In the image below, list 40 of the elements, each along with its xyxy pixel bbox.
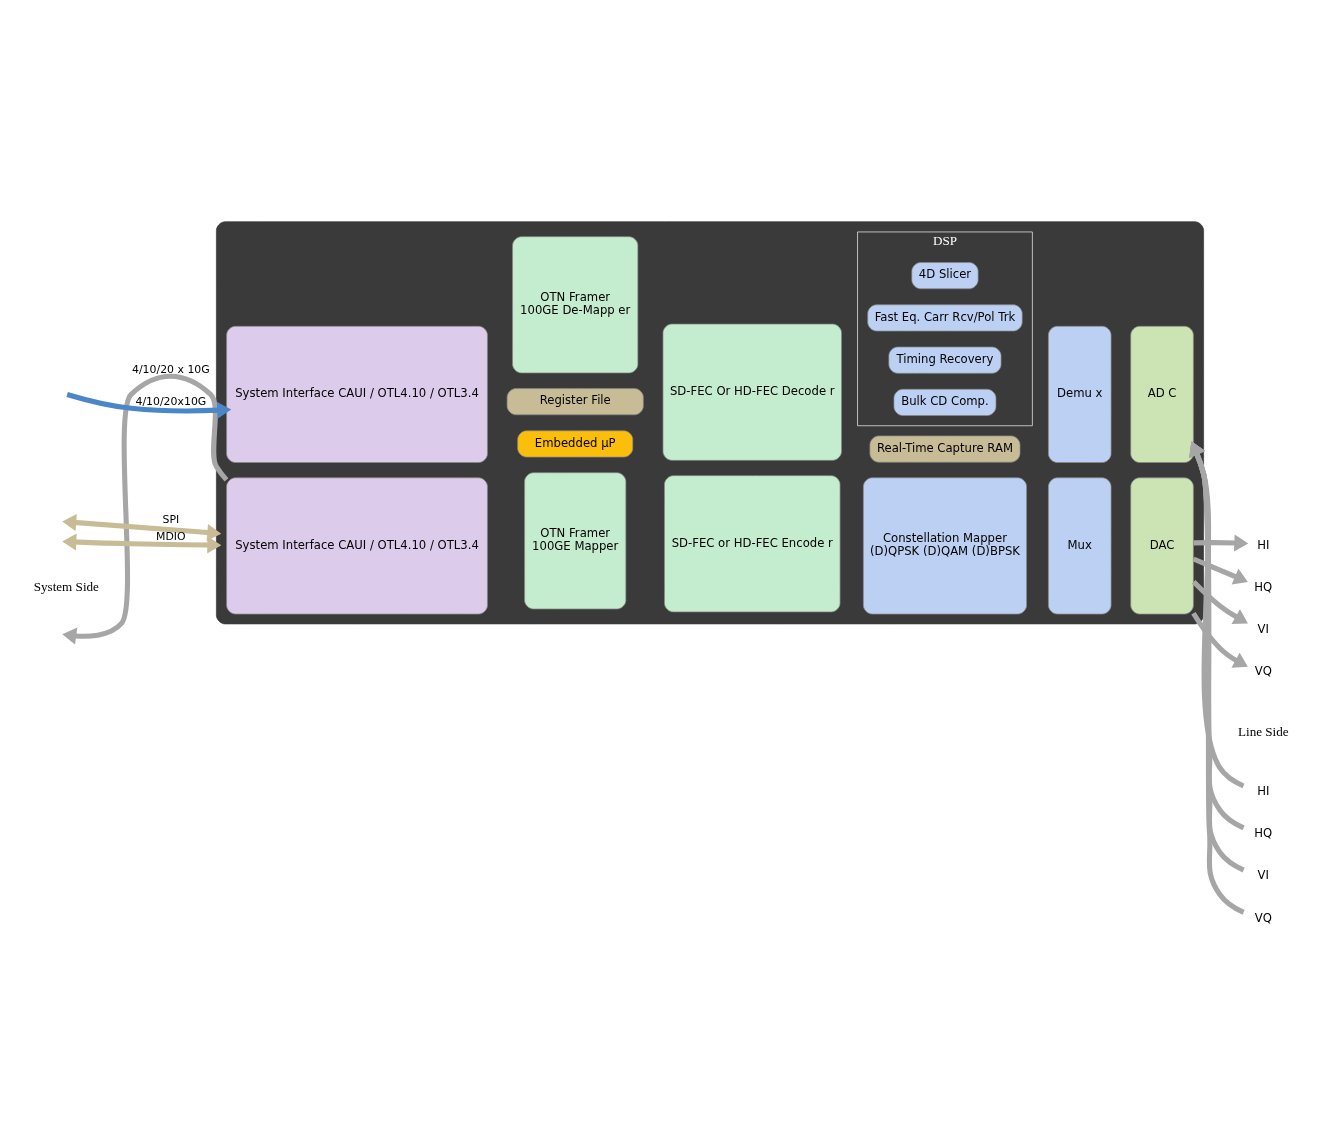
node-box: Constellation Mapper (D)QPSK (D)QAM (D)BPSK bbox=[863, 476, 1027, 614]
edge-label: 4/10/20x10G bbox=[135, 394, 207, 408]
arrow bbox=[1191, 579, 1248, 624]
node-box: SD-FEC or HD-FEC Encode r bbox=[664, 474, 841, 612]
node-box: Real-Time Capture RAM bbox=[869, 435, 1021, 463]
edge-label: MDIO bbox=[156, 529, 186, 543]
arrow bbox=[1192, 556, 1248, 584]
node-box: System Interface CAUI / OTL4.10 / OTL3.4 bbox=[226, 476, 488, 614]
node-text: VQ bbox=[1254, 910, 1272, 925]
edge-label: 4/10/20 x 10G bbox=[131, 362, 210, 376]
node-box: System Interface CAUI / OTL4.10 / OTL3.4 bbox=[226, 325, 488, 463]
node-text: HQ bbox=[1254, 825, 1273, 840]
node-text: VI bbox=[1257, 621, 1270, 636]
node-box: OTN Framer 100GE De-Mapp er bbox=[512, 235, 639, 373]
node-box: DAC bbox=[1130, 476, 1194, 614]
node-box: Mux bbox=[1048, 476, 1112, 614]
arrow bbox=[1193, 533, 1249, 551]
node-box: OTN Framer 100GE Mapper bbox=[524, 471, 627, 609]
node-box: Embedded µP bbox=[517, 429, 634, 457]
node-box: Fast Eq. Carr Rcv/Pol Trk bbox=[867, 303, 1023, 331]
node-box: AD C bbox=[1130, 325, 1194, 463]
arrow bbox=[66, 391, 232, 419]
node-text: HI bbox=[1257, 537, 1270, 552]
node-box: 4D Slicer bbox=[911, 261, 979, 289]
arrow bbox=[1191, 611, 1248, 668]
label: System Side bbox=[33, 578, 99, 594]
arrow bbox=[62, 513, 222, 554]
node-box: Demu x bbox=[1048, 325, 1112, 463]
node-box: Timing Recovery bbox=[888, 346, 1002, 374]
label: Line Side bbox=[1238, 723, 1289, 739]
node-box: Register File bbox=[506, 387, 644, 415]
arrow bbox=[62, 373, 229, 645]
node-text: HI bbox=[1257, 783, 1270, 798]
edge-label: SPI bbox=[162, 512, 180, 526]
node-box: SD-FEC Or HD-FEC Decode r bbox=[662, 323, 842, 461]
node-box: Bulk CD Comp. bbox=[893, 388, 997, 416]
node-text: VQ bbox=[1254, 663, 1272, 678]
node-text: HQ bbox=[1254, 579, 1273, 594]
arrow bbox=[62, 523, 222, 554]
node-text: VI bbox=[1257, 867, 1270, 882]
